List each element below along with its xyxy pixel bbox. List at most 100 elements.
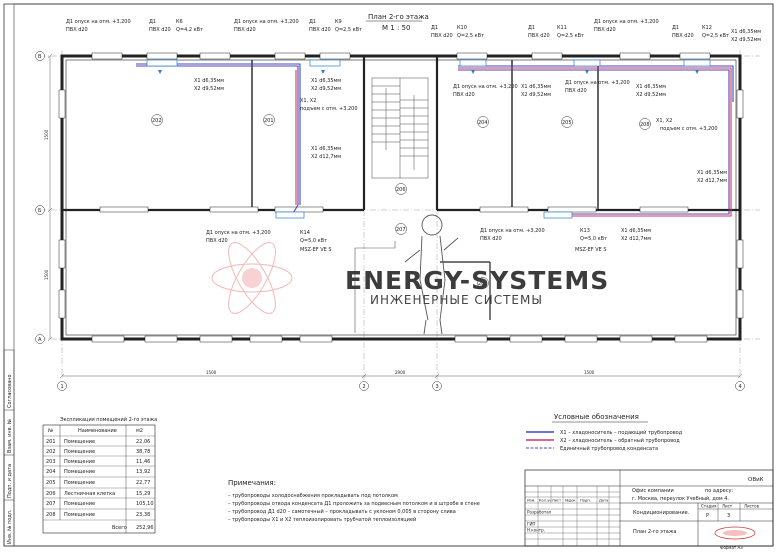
svg-text:Х1 d6,35мм: Х1 d6,35мм <box>311 146 341 152</box>
room-208: 208 <box>640 122 650 128</box>
svg-text:Помещение: Помещение <box>64 512 95 518</box>
svg-text:206: 206 <box>46 491 56 497</box>
svg-text:Х1 d6,35мм: Х1 d6,35мм <box>731 29 761 35</box>
refrigerant-piping <box>136 63 734 333</box>
svg-text:Д1 опуск на отм. +3,200: Д1 опуск на отм. +3,200 <box>453 84 518 90</box>
svg-text:202: 202 <box>46 449 56 455</box>
company-logo-icon <box>714 526 756 540</box>
svg-text:203: 203 <box>46 459 56 465</box>
svg-text:2900: 2900 <box>395 370 406 375</box>
svg-text:ПВХ d20: ПВХ d20 <box>480 236 502 242</box>
room-202: 202 <box>152 118 162 124</box>
svg-text:13,92: 13,92 <box>136 469 150 475</box>
windows <box>58 52 744 343</box>
svg-text:3: 3 <box>436 384 439 390</box>
svg-text:Кол.уч: Кол.уч <box>539 499 551 503</box>
svg-text:Х1 d6,35мм: Х1 d6,35мм <box>621 228 651 234</box>
room-203: 203 <box>478 281 488 287</box>
svg-text:подъем с отм. +3,200: подъем с отм. +3,200 <box>300 106 358 112</box>
svg-text:Д1 опуск на отм. +3,200: Д1 опуск на отм. +3,200 <box>66 19 131 25</box>
svg-text:Помещение: Помещение <box>64 459 95 465</box>
legend: Условные обозначения Х1 – хладоноситель … <box>526 413 683 452</box>
svg-text:подъем с отм. +3,200: подъем с отм. +3,200 <box>660 126 718 132</box>
svg-text:Д1: Д1 <box>149 19 156 25</box>
svg-text:38,78: 38,78 <box>136 449 150 455</box>
svg-text:Разработал: Разработал <box>527 510 552 515</box>
room-204: 204 <box>478 120 488 126</box>
room-205: 205 <box>562 120 572 126</box>
svg-text:105,10: 105,10 <box>136 501 154 507</box>
svg-text:– трубопроводы отвода конденса: – трубопроводы отвода конденсата Д1 прол… <box>228 501 480 507</box>
room-labels: 202 201 206 204 205 208 207 203 <box>151 114 651 289</box>
svg-text:201: 201 <box>46 439 56 445</box>
svg-text:Помещение: Помещение <box>64 501 95 507</box>
svg-text:Q=5,0 кВт: Q=5,0 кВт <box>580 236 607 242</box>
svg-text:К12: К12 <box>702 25 712 31</box>
svg-text:ПВХ d20: ПВХ d20 <box>594 27 616 33</box>
svg-text:– трубопровод Д1 d20 – самотеч: – трубопровод Д1 d20 – самотечный – прок… <box>228 508 456 515</box>
svg-text:15,29: 15,29 <box>136 491 150 497</box>
svg-text:м2: м2 <box>136 428 143 434</box>
svg-text:Кондиционирование.: Кондиционирование. <box>633 510 690 516</box>
room-201: 201 <box>264 118 274 124</box>
svg-text:ПВХ d20: ПВХ d20 <box>565 88 587 94</box>
svg-text:Д1: Д1 <box>431 25 438 31</box>
svg-text:Единичный трубопровод конденса: Единичный трубопровод конденсата <box>560 445 658 452</box>
svg-text:Х1 d6,35мм: Х1 d6,35мм <box>521 84 551 90</box>
svg-text:Д1: Д1 <box>309 19 316 25</box>
svg-text:№док: №док <box>565 499 576 503</box>
svg-text:Помещение: Помещение <box>64 469 95 475</box>
svg-text:207: 207 <box>46 501 56 507</box>
svg-text:– трубопроводы Х1 и Х2 теплоиз: – трубопроводы Х1 и Х2 теплоизолировать … <box>228 516 416 523</box>
svg-text:– трубопроводы холодоснабжения: – трубопроводы холодоснабжения прокладыв… <box>228 493 398 499</box>
svg-text:Х1, Х2: Х1, Х2 <box>300 98 316 104</box>
unit-k14-icon <box>275 211 305 219</box>
svg-text:205: 205 <box>46 480 56 486</box>
plan-scale: М 1 : 50 <box>382 24 410 32</box>
stamp-inv: Инв. № подл. <box>7 509 13 544</box>
svg-text:№: № <box>48 428 54 434</box>
svg-text:1: 1 <box>61 384 64 390</box>
stamp-agreed: Согласовано <box>7 374 13 408</box>
svg-text:по адресу:: по адресу: <box>705 488 733 494</box>
svg-text:Х2 d9,52мм: Х2 d9,52мм <box>731 37 761 43</box>
svg-text:Всего: Всего <box>112 525 127 531</box>
svg-text:Д1 опуск на отм. +3,200: Д1 опуск на отм. +3,200 <box>206 230 271 236</box>
svg-text:ПВХ d20: ПВХ d20 <box>672 33 694 39</box>
svg-text:23,38: 23,38 <box>136 512 150 518</box>
plan-title: План 2-го этажа <box>368 13 429 21</box>
svg-text:1500: 1500 <box>206 370 217 375</box>
axis-number-bubbles: 1 2 3 4 <box>57 381 745 391</box>
stamp-sign: Подп. и дата <box>7 464 13 498</box>
room-table: Экспликация помещений 2-го этажа № Наиме… <box>42 416 157 534</box>
unit-k11-icon <box>573 59 601 67</box>
svg-text:ПВХ d20: ПВХ d20 <box>66 27 88 33</box>
svg-text:1500: 1500 <box>44 129 49 140</box>
svg-text:Х2 – хладоноситель – обратный: Х2 – хладоноситель – обратный трубопрово… <box>560 437 680 444</box>
svg-text:1500: 1500 <box>44 269 49 280</box>
indoor-units <box>146 59 711 219</box>
room-table-title: Экспликация помещений 2-го этажа <box>60 416 157 423</box>
svg-text:Х2 d9,52мм: Х2 d9,52мм <box>194 86 224 92</box>
svg-text:План 2-го этажа: План 2-го этажа <box>633 529 676 535</box>
svg-text:ПВХ d20: ПВХ d20 <box>453 92 475 98</box>
svg-text:Лист: Лист <box>552 499 561 503</box>
svg-text:К11: К11 <box>557 25 567 31</box>
svg-text:Х1 d6,35мм: Х1 d6,35мм <box>697 170 727 176</box>
axis-letter-bubbles: В Б А <box>35 51 45 344</box>
svg-text:К6: К6 <box>176 19 183 25</box>
svg-text:22,06: 22,06 <box>136 439 150 445</box>
svg-text:2: 2 <box>363 384 366 390</box>
svg-text:Q=2,5 кВт: Q=2,5 кВт <box>335 27 362 33</box>
room-207: 207 <box>396 227 406 233</box>
svg-text:Q=2,5 кВт: Q=2,5 кВт <box>457 33 484 39</box>
svg-text:ГИП: ГИП <box>527 522 535 527</box>
notes: Примечания: – трубопроводы холодоснабжен… <box>228 479 480 523</box>
unit-k9-icon <box>309 59 341 67</box>
svg-text:MSZ-EF VE S: MSZ-EF VE S <box>300 247 332 253</box>
svg-text:ENERGY-SYSTEMS: ENERGY-SYSTEMS <box>345 266 609 295</box>
svg-text:Q=5,0 кВт: Q=5,0 кВт <box>300 238 327 244</box>
svg-text:Х1 d6,35мм: Х1 d6,35мм <box>311 78 341 84</box>
svg-text:ПВХ d20: ПВХ d20 <box>206 238 228 244</box>
svg-text:Д1 опуск на отм. +3,200: Д1 опуск на отм. +3,200 <box>565 80 630 86</box>
